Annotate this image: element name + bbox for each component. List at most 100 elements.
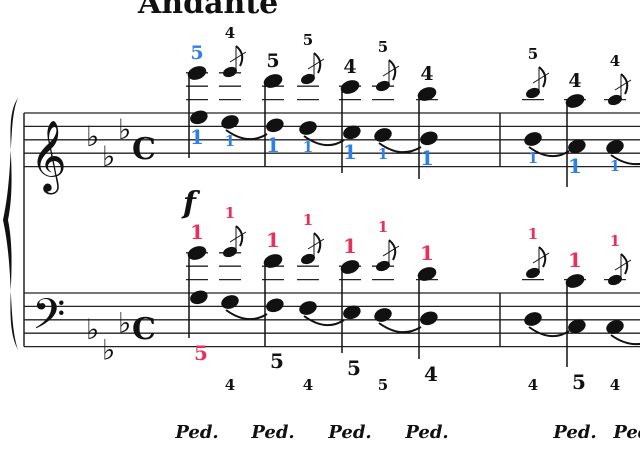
- note-head: [608, 94, 622, 106]
- note-head: [608, 274, 622, 286]
- note-head: [223, 246, 237, 258]
- note-head: [606, 140, 624, 154]
- note-head: [263, 74, 283, 88]
- fingering: 1: [378, 145, 388, 163]
- fingering: 5: [347, 356, 361, 380]
- grace-slash: [307, 238, 325, 250]
- fingering: 4: [303, 376, 313, 394]
- fingering: 1: [610, 157, 620, 175]
- note-head: [374, 308, 392, 322]
- note-head: [190, 110, 208, 125]
- slur: [528, 146, 570, 158]
- note-head: [417, 267, 437, 281]
- fingering: 1: [266, 228, 280, 252]
- fingering: 1: [266, 133, 280, 157]
- slur: [225, 309, 268, 321]
- note-head: [266, 118, 284, 133]
- note-head: [526, 87, 540, 99]
- note-head: [221, 295, 239, 309]
- grace-slash: [614, 79, 632, 91]
- grace-slash: [229, 51, 247, 63]
- note-head: [343, 125, 361, 140]
- grace-slash: [614, 259, 632, 271]
- fingering: 4: [225, 376, 235, 394]
- note-head: [526, 267, 540, 279]
- fingering: 1: [378, 218, 388, 236]
- fingering: 4: [610, 52, 620, 70]
- brace: [3, 98, 18, 350]
- note-head: [376, 80, 390, 92]
- flat-icon: ♭: [86, 120, 99, 153]
- note-head: [420, 131, 438, 146]
- fingering: 1: [343, 234, 357, 258]
- fingering: 4: [420, 63, 433, 85]
- note-head: [263, 254, 283, 268]
- fingering: 5: [266, 50, 279, 72]
- fingering: 1: [303, 138, 313, 156]
- grace-slash: [532, 252, 550, 264]
- fingering: 4: [528, 376, 538, 394]
- fingering: 5: [378, 38, 388, 56]
- treble-clef-icon: 𝄞: [30, 119, 67, 195]
- flat-icon: ♭: [118, 307, 131, 340]
- fingering: 5: [190, 42, 203, 64]
- slur: [528, 326, 570, 338]
- slur: [378, 142, 422, 154]
- note-head: [524, 312, 542, 326]
- fingering: 5: [528, 45, 538, 63]
- fingering: 4: [343, 56, 356, 78]
- note-head: [376, 260, 390, 272]
- fingering: 1: [343, 140, 357, 164]
- note-head: [187, 246, 207, 260]
- fingering: 4: [568, 70, 581, 92]
- grace-slash: [382, 245, 400, 257]
- fingering: 1: [420, 146, 434, 170]
- pedal-marking: Ped.: [174, 422, 218, 443]
- fingering: 4: [610, 376, 620, 394]
- pedal-marking: Ped.: [552, 422, 596, 443]
- note-head: [565, 94, 585, 108]
- fingering: 1: [225, 132, 235, 150]
- fingering: 1: [303, 211, 313, 229]
- note-head: [187, 66, 207, 80]
- bass-clef-icon: 𝄢: [32, 290, 65, 350]
- pedal-marking: Ped.: [612, 422, 640, 443]
- note-head: [340, 80, 360, 94]
- pedal-marking: Ped.: [404, 422, 448, 443]
- fingering: 5: [270, 349, 284, 373]
- note-head: [524, 132, 542, 146]
- note-head: [606, 320, 624, 334]
- fingering: 1: [528, 225, 538, 243]
- note-head: [568, 139, 586, 154]
- fingering: 1: [190, 125, 204, 149]
- flat-icon: ♭: [102, 140, 115, 173]
- note-head: [299, 301, 317, 315]
- fingering: 4: [424, 362, 438, 386]
- fingering: 5: [194, 341, 208, 365]
- dynamic-marking: f: [181, 186, 201, 221]
- slur: [378, 322, 422, 334]
- grace-slash: [382, 65, 400, 77]
- note-head: [223, 66, 237, 78]
- pedal-marking: Ped.: [327, 422, 371, 443]
- fingering: 1: [610, 232, 620, 250]
- fingering: 4: [225, 24, 235, 42]
- flat-icon: ♭: [86, 313, 99, 346]
- slur: [303, 315, 345, 327]
- flat-icon: ♭: [118, 113, 131, 146]
- note-head: [301, 73, 315, 85]
- pedal-marking: Ped.: [250, 422, 294, 443]
- note-head: [221, 115, 239, 129]
- note-head: [299, 121, 317, 135]
- grace-slash: [229, 231, 247, 243]
- note-head: [417, 87, 437, 101]
- grace-slash: [532, 72, 550, 84]
- fingering: 5: [303, 31, 313, 49]
- note-head: [420, 311, 438, 326]
- note-head: [340, 260, 360, 274]
- fingering: 1: [420, 241, 434, 265]
- note-head: [190, 290, 208, 305]
- note-head: [565, 274, 585, 288]
- note-head: [266, 298, 284, 313]
